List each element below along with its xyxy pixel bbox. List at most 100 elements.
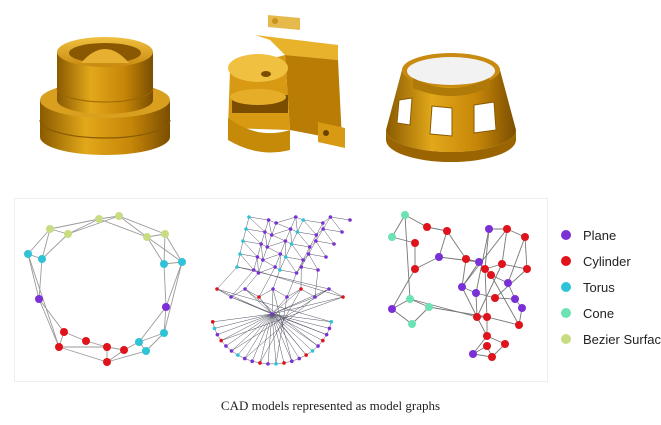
legend-item-cone: Cone [561, 300, 661, 326]
graph-edge [461, 286, 478, 318]
graph-edge [212, 313, 273, 323]
graph-cone-ring [388, 211, 531, 361]
graph-edge [280, 240, 286, 255]
graph-edge [279, 256, 286, 271]
graph-node-cylinder [299, 287, 303, 291]
graph-edge [438, 230, 448, 258]
graph-node-plane [316, 268, 320, 272]
graph-edge [264, 219, 269, 233]
graph-edge [239, 253, 254, 271]
graph-node-cylinder [498, 260, 506, 268]
graph-node-cylinder [491, 294, 499, 302]
graph-edge [67, 215, 120, 235]
graph-edge [239, 240, 244, 255]
legend-item-torus: Torus [561, 274, 661, 300]
graph-edge [251, 313, 273, 362]
graph-edge [118, 215, 148, 238]
graph-node-plane [327, 287, 331, 291]
graph-edge [475, 292, 478, 318]
graph-edge [391, 268, 416, 310]
graph-edge [138, 332, 165, 343]
graph-edge [314, 269, 319, 298]
graph-node-torus [235, 265, 239, 269]
graph-node-cone [425, 303, 433, 311]
graph-node-bezier-surface [46, 225, 54, 233]
graph-edge [217, 313, 273, 335]
graph-node-cylinder [82, 337, 90, 345]
graph-node-plane [290, 359, 294, 363]
graph-edge [245, 216, 250, 230]
graph-node-plane [348, 218, 352, 222]
graph-node-cylinder [411, 265, 419, 273]
graph-edge [524, 236, 528, 270]
graph-node-torus [289, 242, 294, 246]
graph-edge [315, 240, 327, 258]
graph-edge [242, 240, 258, 258]
graph-node-plane [313, 295, 317, 299]
graph-edge [236, 253, 241, 268]
graph-node-torus [244, 227, 248, 231]
graph-node-cylinder [120, 346, 128, 354]
graph-edge [271, 313, 300, 359]
graph-edge [486, 316, 520, 326]
graph-edge [98, 218, 148, 238]
graph-node-plane [301, 258, 305, 262]
graph-edge [221, 296, 344, 341]
graph-edge [404, 214, 428, 228]
graph-edge [290, 216, 296, 230]
graph-node-plane [293, 215, 298, 219]
graph-node-plane [261, 258, 265, 262]
graph-edge [242, 228, 247, 242]
graph-edge [279, 269, 297, 274]
graph-node-plane [285, 295, 289, 299]
graph-node-plane [294, 271, 299, 275]
graph-edge [118, 215, 166, 235]
graph-edge [276, 222, 291, 230]
graph-node-plane [314, 233, 319, 237]
graph-node-plane [259, 242, 263, 246]
graph-edge [291, 243, 310, 248]
graph-edge [461, 258, 467, 288]
graph-node-plane [274, 221, 278, 225]
graph-node-plane [321, 227, 325, 231]
graph-edge [271, 288, 302, 315]
graph-edge [272, 269, 281, 290]
graph-edge [297, 219, 304, 233]
graph-edge [258, 266, 276, 298]
graph-edge [41, 233, 69, 260]
graph-node-plane [162, 303, 170, 311]
graph-node-torus [247, 215, 251, 219]
graph-node-plane [242, 356, 247, 361]
graph-edge [286, 272, 297, 298]
graph-edge [271, 222, 277, 236]
graph-node-plane [504, 279, 512, 287]
graph-node-plane [307, 245, 312, 249]
graph-node-plane [273, 265, 277, 269]
graph-node-cylinder [481, 265, 489, 273]
legend-dot [561, 256, 571, 266]
graph-edge [391, 214, 406, 238]
graph-edge [507, 236, 526, 284]
graph-node-plane [518, 304, 526, 312]
graph-edge [391, 308, 413, 325]
graph-node-torus [301, 218, 306, 222]
graph-node-plane [243, 287, 247, 291]
graph-edge [267, 234, 272, 248]
legend-dot [561, 282, 571, 292]
graph-edge [259, 288, 302, 364]
graph-node-torus [236, 353, 240, 357]
graph-node-plane [269, 233, 274, 237]
graph-node-plane [314, 239, 318, 243]
graph-edge [271, 296, 288, 315]
graph-edge [67, 218, 100, 235]
graph-edge [237, 313, 273, 356]
graph-node-plane [271, 287, 275, 291]
cad-models [39, 15, 516, 162]
graph-edge [244, 313, 273, 359]
graph-node-torus [238, 252, 242, 256]
graph-node-torus [310, 349, 315, 353]
graph-edge [258, 266, 276, 274]
graph-node-cylinder [341, 295, 345, 299]
graph-edge [248, 216, 269, 221]
graph-edge [438, 256, 480, 263]
